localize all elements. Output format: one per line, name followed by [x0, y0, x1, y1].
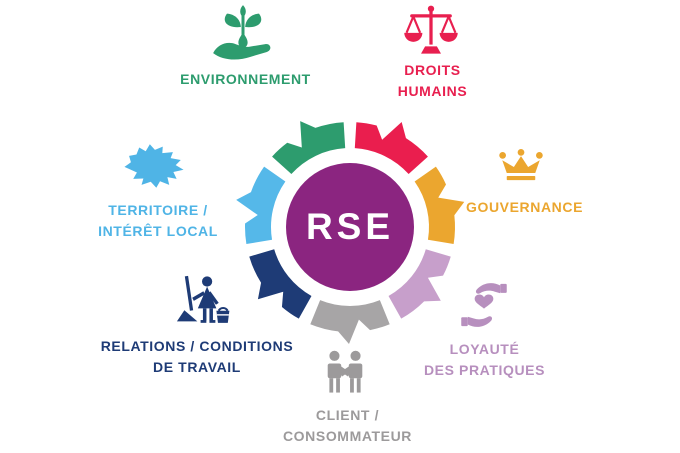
label-relations-conditions-de-travail: RELATIONS / CONDITIONS DE TRAVAIL: [97, 336, 297, 378]
label-line: INTÉRÊT LOCAL: [98, 223, 218, 239]
label-line: TERRITOIRE /: [108, 202, 208, 218]
label-client-consommateur: CLIENT / CONSOMMATEUR: [270, 405, 425, 447]
plant-in-hand-icon: [206, 3, 280, 67]
label-droits-humains: DROITS HUMAINS: [375, 60, 490, 102]
rse-wheel: [236, 121, 465, 344]
label-line: DROITS: [404, 62, 461, 78]
justice-scales-icon: [402, 4, 460, 58]
label-line: CLIENT /: [315, 407, 380, 423]
label-line: ENVIRONNEMENT: [180, 71, 311, 87]
label-line: RELATIONS / CONDITIONS: [100, 338, 294, 354]
territory-map-icon: [118, 142, 190, 190]
label-line: LOYAUTÉ: [449, 341, 520, 357]
label-line: HUMAINS: [397, 83, 468, 99]
hands-holding-heart-icon: [458, 280, 510, 330]
label-line: CONSOMMATEUR: [282, 428, 413, 444]
label-loyaute-des-pratiques: LOYAUTÉ DES PRATIQUES: [412, 339, 557, 381]
wheel-segment-relations-conditions-de-travail: [249, 249, 312, 319]
wheel-segments: [236, 121, 465, 344]
wheel-segment-droits-humains: [354, 122, 428, 175]
crown-icon: [497, 147, 545, 187]
wheel-segment-gouvernance: [414, 166, 465, 244]
cleaning-person-icon: [172, 275, 232, 327]
wheel-segment-client-consommateur: [310, 300, 390, 344]
label-line: GOUVERNANCE: [465, 199, 584, 215]
label-line: DE TRAVAIL: [153, 359, 241, 375]
rse-center-circle: [286, 163, 414, 291]
label-line: DES PRATIQUES: [423, 362, 546, 378]
wheel-segment-loyaute-des-pratiques: [388, 249, 451, 319]
handshake-icon: [318, 346, 372, 402]
label-gouvernance: GOUVERNANCE: [452, 197, 597, 218]
label-environnement: ENVIRONNEMENT: [163, 69, 328, 90]
wheel-segment-environnement: [272, 121, 346, 175]
label-territoire-interet-local: TERRITOIRE / INTÉRÊT LOCAL: [82, 200, 234, 242]
wheel-segment-territoire-interet-local: [236, 166, 286, 244]
